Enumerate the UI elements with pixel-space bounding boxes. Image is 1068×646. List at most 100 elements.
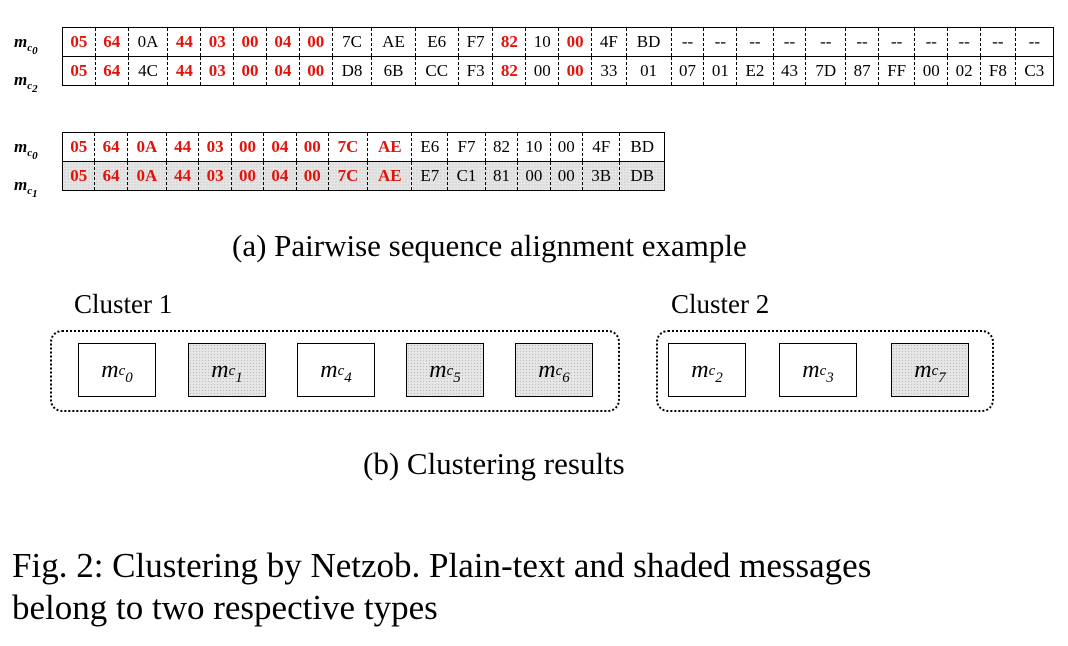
byte-cell: 4C [127,56,168,86]
message-box-c3-base: m [802,356,820,383]
byte-cell: DB [619,161,665,191]
top-alignment-row-1-label-subscript: c2 [27,80,37,95]
byte-cell: 87 [845,56,879,86]
aligned-byte-cell: 00 [233,27,267,57]
byte-cell: 33 [591,56,627,86]
aligned-byte-cell: 04 [265,27,300,57]
figure-caption-line-2: belong to two respective types [12,588,438,627]
message-box-c1-base: m [211,356,229,383]
aligned-byte-cell: AE [367,132,412,162]
message-box-c1-subscript-letter: c [228,362,236,379]
aligned-byte-cell: 03 [198,132,232,162]
aligned-byte-cell: 82 [492,56,526,86]
message-box-c5-base: m [429,356,447,383]
top-alignment-row-0-label: mc0 [14,32,64,58]
byte-cell: E2 [736,56,774,86]
aligned-byte-cell: 64 [94,56,129,86]
byte-cell: BD [625,27,672,57]
bottom-alignment-row-0-label-base: m [14,137,28,156]
aligned-byte-cell: 44 [167,27,201,57]
byte-cell: CC [414,56,459,86]
byte-cell: 4F [581,132,620,162]
aligned-byte-cell: 00 [295,161,329,191]
aligned-byte-cell: 64 [94,27,129,57]
cluster-2-title: Cluster 2 [671,289,770,319]
message-box-c7-subscript-index: 7 [938,369,946,386]
byte-cell: 81 [484,161,518,191]
aligned-byte-cell: 0A [126,161,167,191]
aligned-byte-cell: 00 [558,27,592,57]
aligned-byte-cell: 00 [295,132,329,162]
byte-cell: -- [914,27,948,57]
top-alignment-row-0-label-subscript: c0 [27,42,37,57]
aligned-byte-cell: 00 [298,56,333,86]
message-box-c2-subscript: c2 [709,363,723,386]
byte-cell: BD [619,132,665,162]
message-box-c1-subscript: c1 [228,362,243,386]
byte-cell: F7 [447,132,486,162]
bottom-alignment-row-1-label-subscript: c1 [27,185,37,200]
byte-cell: F7 [457,27,493,57]
message-box-c5-subscript-letter: c [446,362,454,379]
message-box-c1-subscript-index: 1 [235,369,243,386]
aligned-byte-cell: 04 [263,132,297,162]
bottom-alignment-row-0-label: mc0 [14,137,64,163]
figure-caption: Fig. 2: Clustering by Netzob. Plain-text… [12,545,871,629]
byte-cell: -- [845,27,879,57]
message-box-c0-subscript-index: 0 [125,369,133,386]
byte-cell: -- [772,27,806,57]
byte-cell: 07 [670,56,704,86]
aligned-byte-cell: 44 [165,132,199,162]
top-alignment-row-0-label-base: m [14,32,28,51]
byte-cell: C3 [1014,56,1054,86]
byte-cell: -- [703,27,737,57]
aligned-byte-cell: 44 [167,56,201,86]
message-box-c2-base: m [691,356,709,383]
message-box-c4-subscript-index: 4 [344,369,352,386]
byte-cell: E7 [411,161,448,191]
byte-cell: 00 [549,132,583,162]
message-box-c6-base: m [538,356,556,383]
aligned-byte-cell: 64 [94,161,128,191]
byte-cell: 6B [371,56,416,86]
byte-cell: 00 [517,161,551,191]
aligned-byte-cell: 7C [327,161,368,191]
bottom-alignment-row-0-label-subscript-index: 0 [32,150,38,163]
byte-cell: -- [736,27,774,57]
message-box-c0-base: m [101,356,119,383]
message-box-c6-subscript-index: 6 [562,369,570,386]
message-box-c5-subscript: c5 [446,362,461,386]
message-box-c6-subscript-letter: c [555,362,563,379]
aligned-byte-cell: 05 [70,137,88,156]
byte-cell: 82 [484,132,518,162]
top-alignment-row-1-label-base: m [14,70,28,89]
aligned-byte-cell: 00 [233,56,267,86]
message-box-c3-subscript-letter: c [819,362,827,379]
byte-cell: 4F [591,27,627,57]
byte-cell: D8 [331,56,372,86]
top-alignment-row-0-label-subscript-index: 0 [32,45,38,58]
byte-cell: C1 [447,161,486,191]
aligned-byte-cell: 05 [62,161,95,191]
byte-cell: E6 [411,132,448,162]
message-box-c6-subscript: c6 [555,362,570,386]
figure-caption-line-1: Fig. 2: Clustering by Netzob. Plain-text… [12,546,872,585]
aligned-byte-cell: 00 [298,27,333,57]
byte-cell: 10 [525,27,559,57]
message-box-c4-subscript-letter: c [337,362,345,379]
byte-cell: -- [980,27,1016,57]
byte-cell: 0A [127,27,168,57]
byte-cell: 43 [772,56,806,86]
message-box-c0-subscript: c0 [119,363,133,386]
byte-cell: 7C [331,27,372,57]
